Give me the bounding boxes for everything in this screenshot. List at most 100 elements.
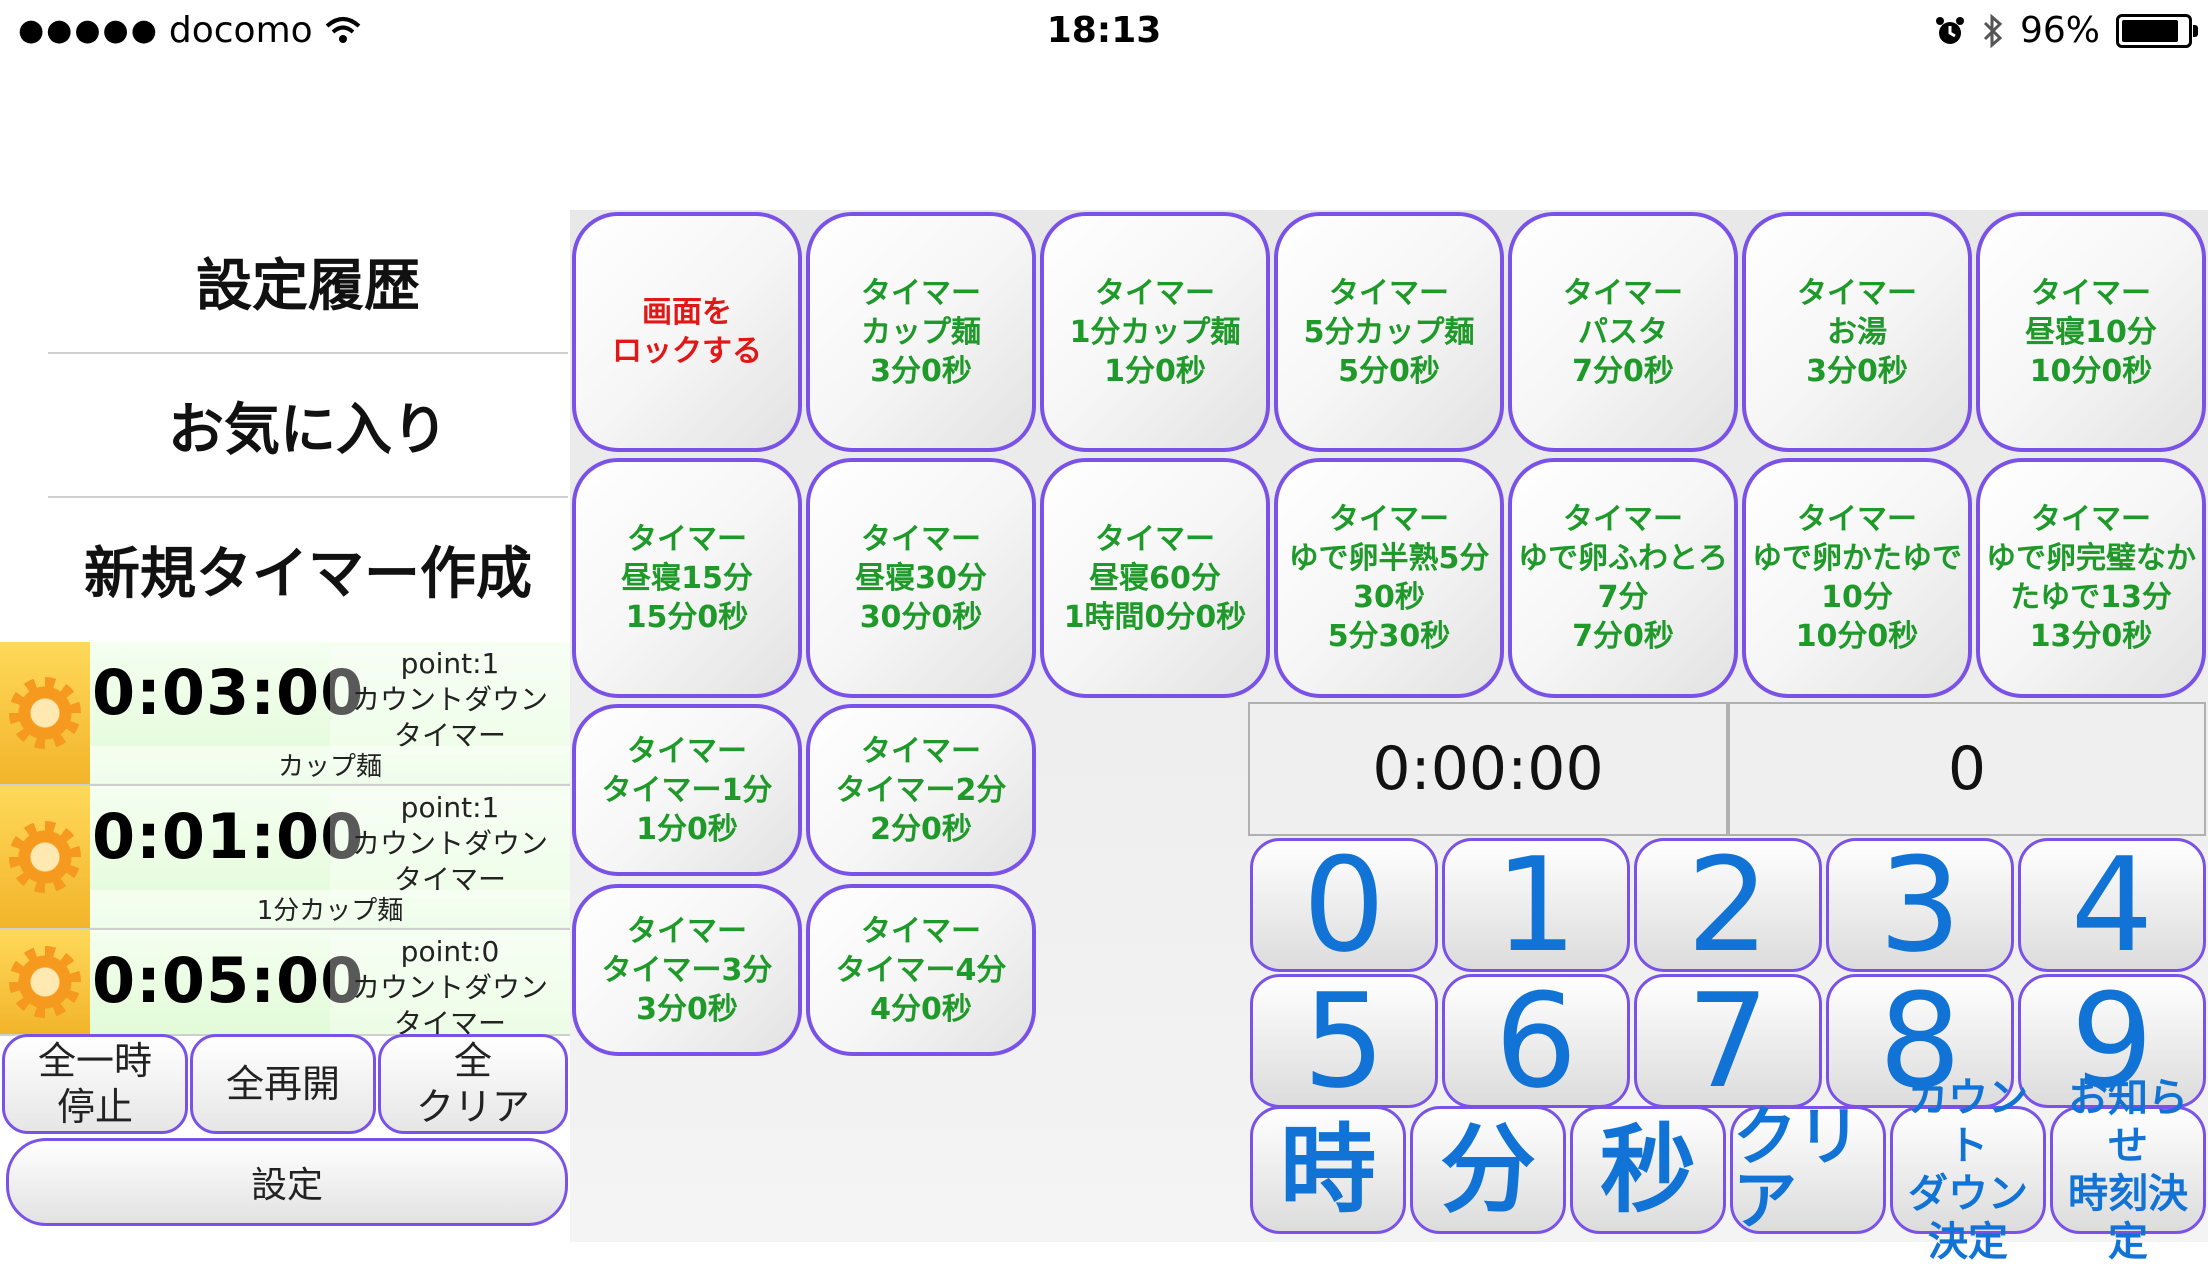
- preset-line: タイマー: [861, 521, 981, 557]
- menu-divider: [48, 352, 568, 354]
- wifi-icon: [325, 16, 361, 43]
- preset-line: 5分30秒: [1327, 619, 1451, 654]
- preset-line: 昼寝60分: [1089, 560, 1221, 596]
- resume-all-button[interactable]: 全再開: [190, 1034, 376, 1134]
- count-display: 0: [1728, 702, 2206, 836]
- alarm-icon: [1935, 16, 1964, 44]
- digit-0-button[interactable]: 0: [1250, 838, 1438, 972]
- digit-1-button[interactable]: 1: [1442, 838, 1630, 972]
- gear-icon: [9, 821, 81, 893]
- clear-all-button[interactable]: 全クリア: [378, 1034, 568, 1134]
- timer-meta: point:1 カウントダウン タイマー: [330, 790, 570, 898]
- button-label: お知らせ: [2068, 1075, 2188, 1169]
- timer-row[interactable]: 0:01:00 point:1 カウントダウン タイマー 1分カップ麺: [0, 786, 572, 930]
- timer-time: 0:05:00: [92, 944, 365, 1017]
- timer-settings-button[interactable]: [0, 930, 90, 1034]
- timer-row[interactable]: 0:03:00 point:1 カウントダウン タイマー カップ麺: [0, 642, 572, 786]
- preset-line: ゆで卵半熟5分: [1288, 541, 1490, 576]
- timer-name: カップ麺: [90, 746, 570, 783]
- preset-line: タイマー: [1797, 275, 1917, 311]
- notify-time-confirm-button[interactable]: お知らせ時刻決定: [2050, 1075, 2206, 1265]
- timer-meta: point:0 カウントダウン タイマー: [330, 934, 570, 1034]
- pause-all-button[interactable]: 全一時停止: [2, 1034, 188, 1134]
- preset-line: 5分0秒: [1338, 353, 1440, 389]
- preset-button[interactable]: タイマーゆで卵半熟5分 30秒 5分30秒: [1274, 458, 1504, 698]
- preset-line: タイマー: [1563, 502, 1683, 537]
- preset-line: ゆで卵ふわとろ: [1518, 541, 1728, 576]
- digit-9-button[interactable]: 9: [2018, 974, 2206, 1108]
- preset-line: パスタ: [1578, 314, 1668, 350]
- timer-point: point:0: [400, 935, 500, 968]
- lock-screen-button[interactable]: 画面をロックする: [572, 212, 802, 452]
- preset-line: お湯: [1827, 314, 1887, 350]
- preset-line: 3分0秒: [636, 991, 738, 1027]
- timer-row[interactable]: 0:05:00 point:0 カウントダウン タイマー: [0, 930, 572, 1036]
- preset-line: 1分0秒: [1104, 353, 1206, 389]
- signal-strength-icon: ●●●●●: [18, 13, 159, 48]
- preset-line: 30秒: [1353, 580, 1425, 615]
- preset-line: 10分0秒: [1795, 619, 1919, 654]
- digit-2-button[interactable]: 2: [1634, 838, 1822, 972]
- timer-meta: point:1 カウントダウン タイマー: [330, 646, 570, 754]
- digit-4-button[interactable]: 4: [2018, 838, 2206, 972]
- time-display: 0:00:00: [1248, 702, 1728, 836]
- preset-line: タイマー: [1329, 502, 1449, 537]
- preset-line: 3分0秒: [870, 353, 972, 389]
- preset-line: 1分0秒: [636, 811, 738, 847]
- timer-mode: カウントダウン: [351, 827, 548, 860]
- preset-line: タイマー: [861, 913, 981, 949]
- timer-settings-button[interactable]: [0, 786, 90, 928]
- button-label: ロックする: [612, 334, 762, 369]
- preset-line: タイマー: [627, 913, 747, 949]
- battery-percent: 96%: [2019, 10, 2100, 51]
- preset-line: タイマー3分: [601, 952, 773, 988]
- preset-line: 2分0秒: [870, 811, 972, 847]
- preset-line: 13分0秒: [2029, 619, 2153, 654]
- digit-7-button[interactable]: 7: [1634, 974, 1822, 1108]
- button-label: 全: [453, 1039, 492, 1083]
- timer-settings-button[interactable]: [0, 642, 90, 784]
- favorites-menu-item[interactable]: お気に入り: [168, 397, 448, 463]
- preset-line: ゆで卵かたゆで: [1752, 541, 1962, 576]
- preset-line: 4分0秒: [870, 991, 972, 1027]
- preset-line: タイマー: [1329, 275, 1449, 311]
- digit-6-button[interactable]: 6: [1442, 974, 1630, 1108]
- timer-name: 1分カップ麺: [90, 890, 570, 927]
- timer-mode: カウントダウン: [351, 683, 548, 716]
- preset-line: タイマー2分: [835, 772, 1007, 808]
- clear-button[interactable]: クリア: [1730, 1106, 1886, 1234]
- hour-button[interactable]: 時: [1250, 1106, 1406, 1234]
- history-menu-item[interactable]: 設定履歴: [196, 253, 420, 319]
- menu-divider: [48, 496, 568, 498]
- digit-3-button[interactable]: 3: [1826, 838, 2014, 972]
- countdown-confirm-button[interactable]: カウントダウン決定: [1890, 1075, 2046, 1265]
- digit-8-button[interactable]: 8: [1826, 974, 2014, 1108]
- minute-button[interactable]: 分: [1410, 1106, 1566, 1234]
- new-timer-menu-item[interactable]: 新規タイマー作成: [84, 541, 532, 607]
- button-label: 全一時: [37, 1039, 152, 1083]
- settings-button[interactable]: 設定: [6, 1138, 568, 1226]
- button-label: クリア: [415, 1085, 530, 1129]
- preset-line: タイマー: [1095, 521, 1215, 557]
- status-right: 96%: [1934, 10, 2198, 51]
- digit-5-button[interactable]: 5: [1250, 974, 1438, 1108]
- timer-time: 0:01:00: [92, 800, 365, 873]
- timer-point: point:1: [400, 791, 500, 824]
- second-button[interactable]: 秒: [1570, 1106, 1726, 1234]
